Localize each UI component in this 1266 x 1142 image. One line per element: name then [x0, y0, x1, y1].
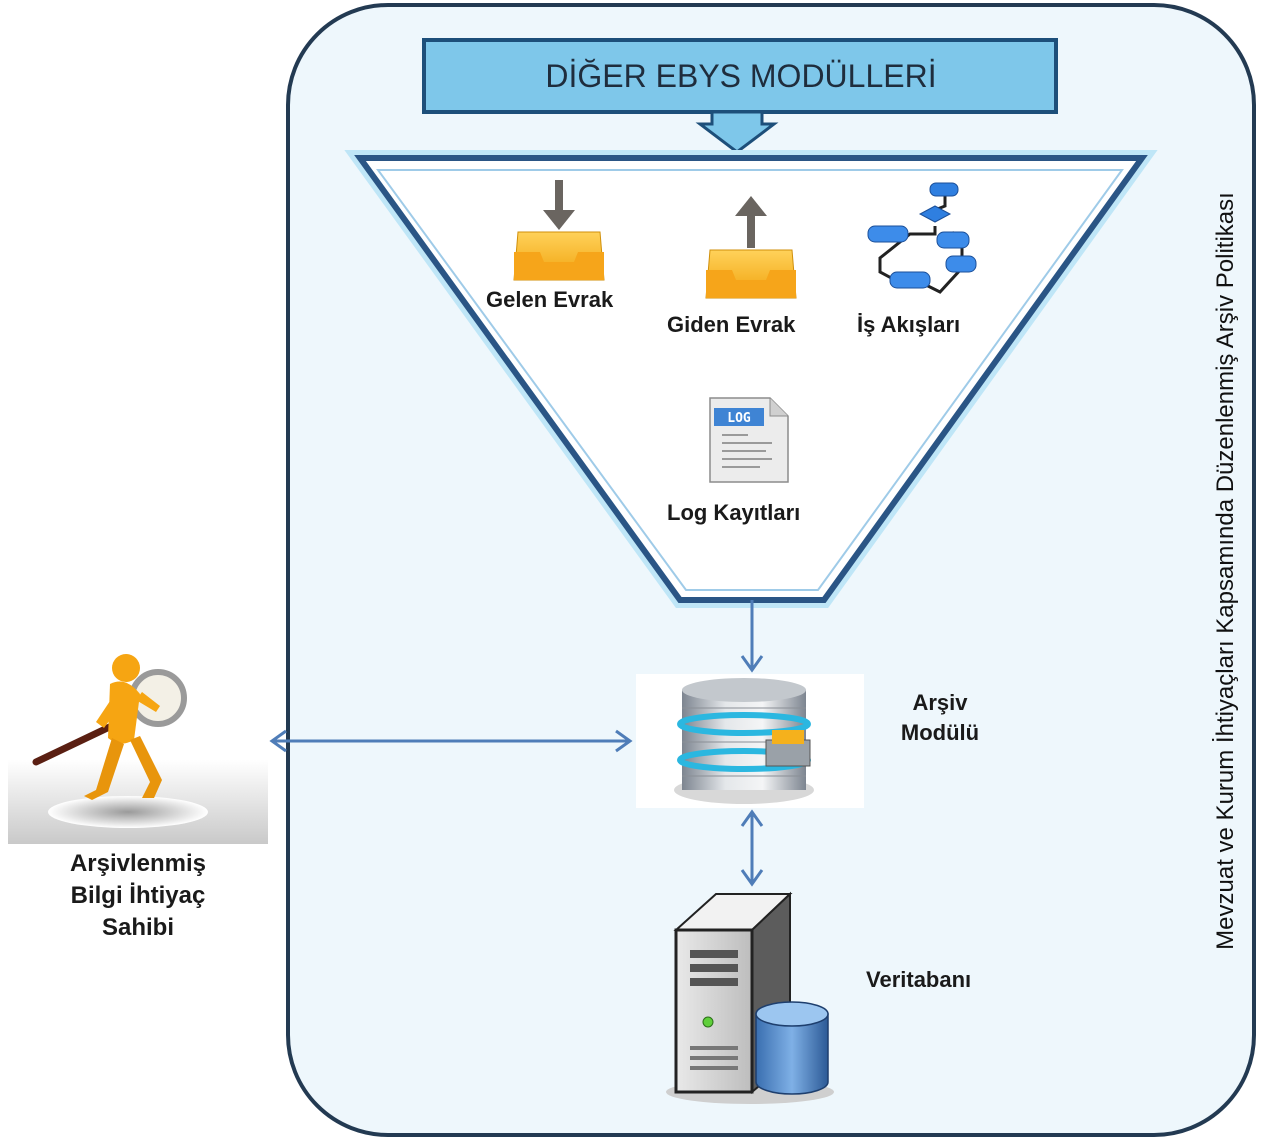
log-records-label: Log Kayıtları	[667, 500, 801, 525]
requester-label-line2: Bilgi İhtiyaç	[70, 882, 206, 909]
funnel-inner-line	[376, 169, 1124, 591]
incoming-tray-icon	[513, 180, 605, 281]
archive-module-label: Arşiv Modülü	[880, 688, 1000, 748]
archive-module-label-line2: Modülü	[900, 720, 980, 745]
archive-policy-label: Mevzuat ve Kurum İhtiyaçları Kapsamında …	[1212, 192, 1239, 950]
database-server-icon	[666, 891, 834, 1104]
outgoing-documents-label: Giden Evrak	[667, 312, 796, 337]
archive-module-label-line1: Arşiv	[912, 690, 968, 715]
log-file-icon: LOG	[709, 397, 789, 483]
other-modules-banner	[422, 38, 1058, 114]
requester-label-line3: Sahibi	[101, 914, 174, 941]
incoming-documents-label: Gelen Evrak	[486, 287, 614, 312]
archive-module-icon	[636, 674, 864, 808]
requester-label: Arşivlenmiş Bilgi İhtiyaç Sahibi	[30, 848, 246, 944]
database-label: Veritabanı	[866, 967, 972, 992]
requester-label-line1: Arşivlenmiş	[69, 850, 207, 877]
banner-title: DİĞER EBYS MODÜLLERİ	[545, 58, 937, 94]
search-person-icon	[8, 654, 268, 844]
log-icon-text: LOG	[727, 411, 751, 426]
workflow-icon	[867, 182, 977, 294]
banner-down-arrow	[695, 110, 779, 154]
outgoing-tray-icon	[705, 196, 797, 299]
workflows-label: İş Akışları	[857, 312, 961, 337]
